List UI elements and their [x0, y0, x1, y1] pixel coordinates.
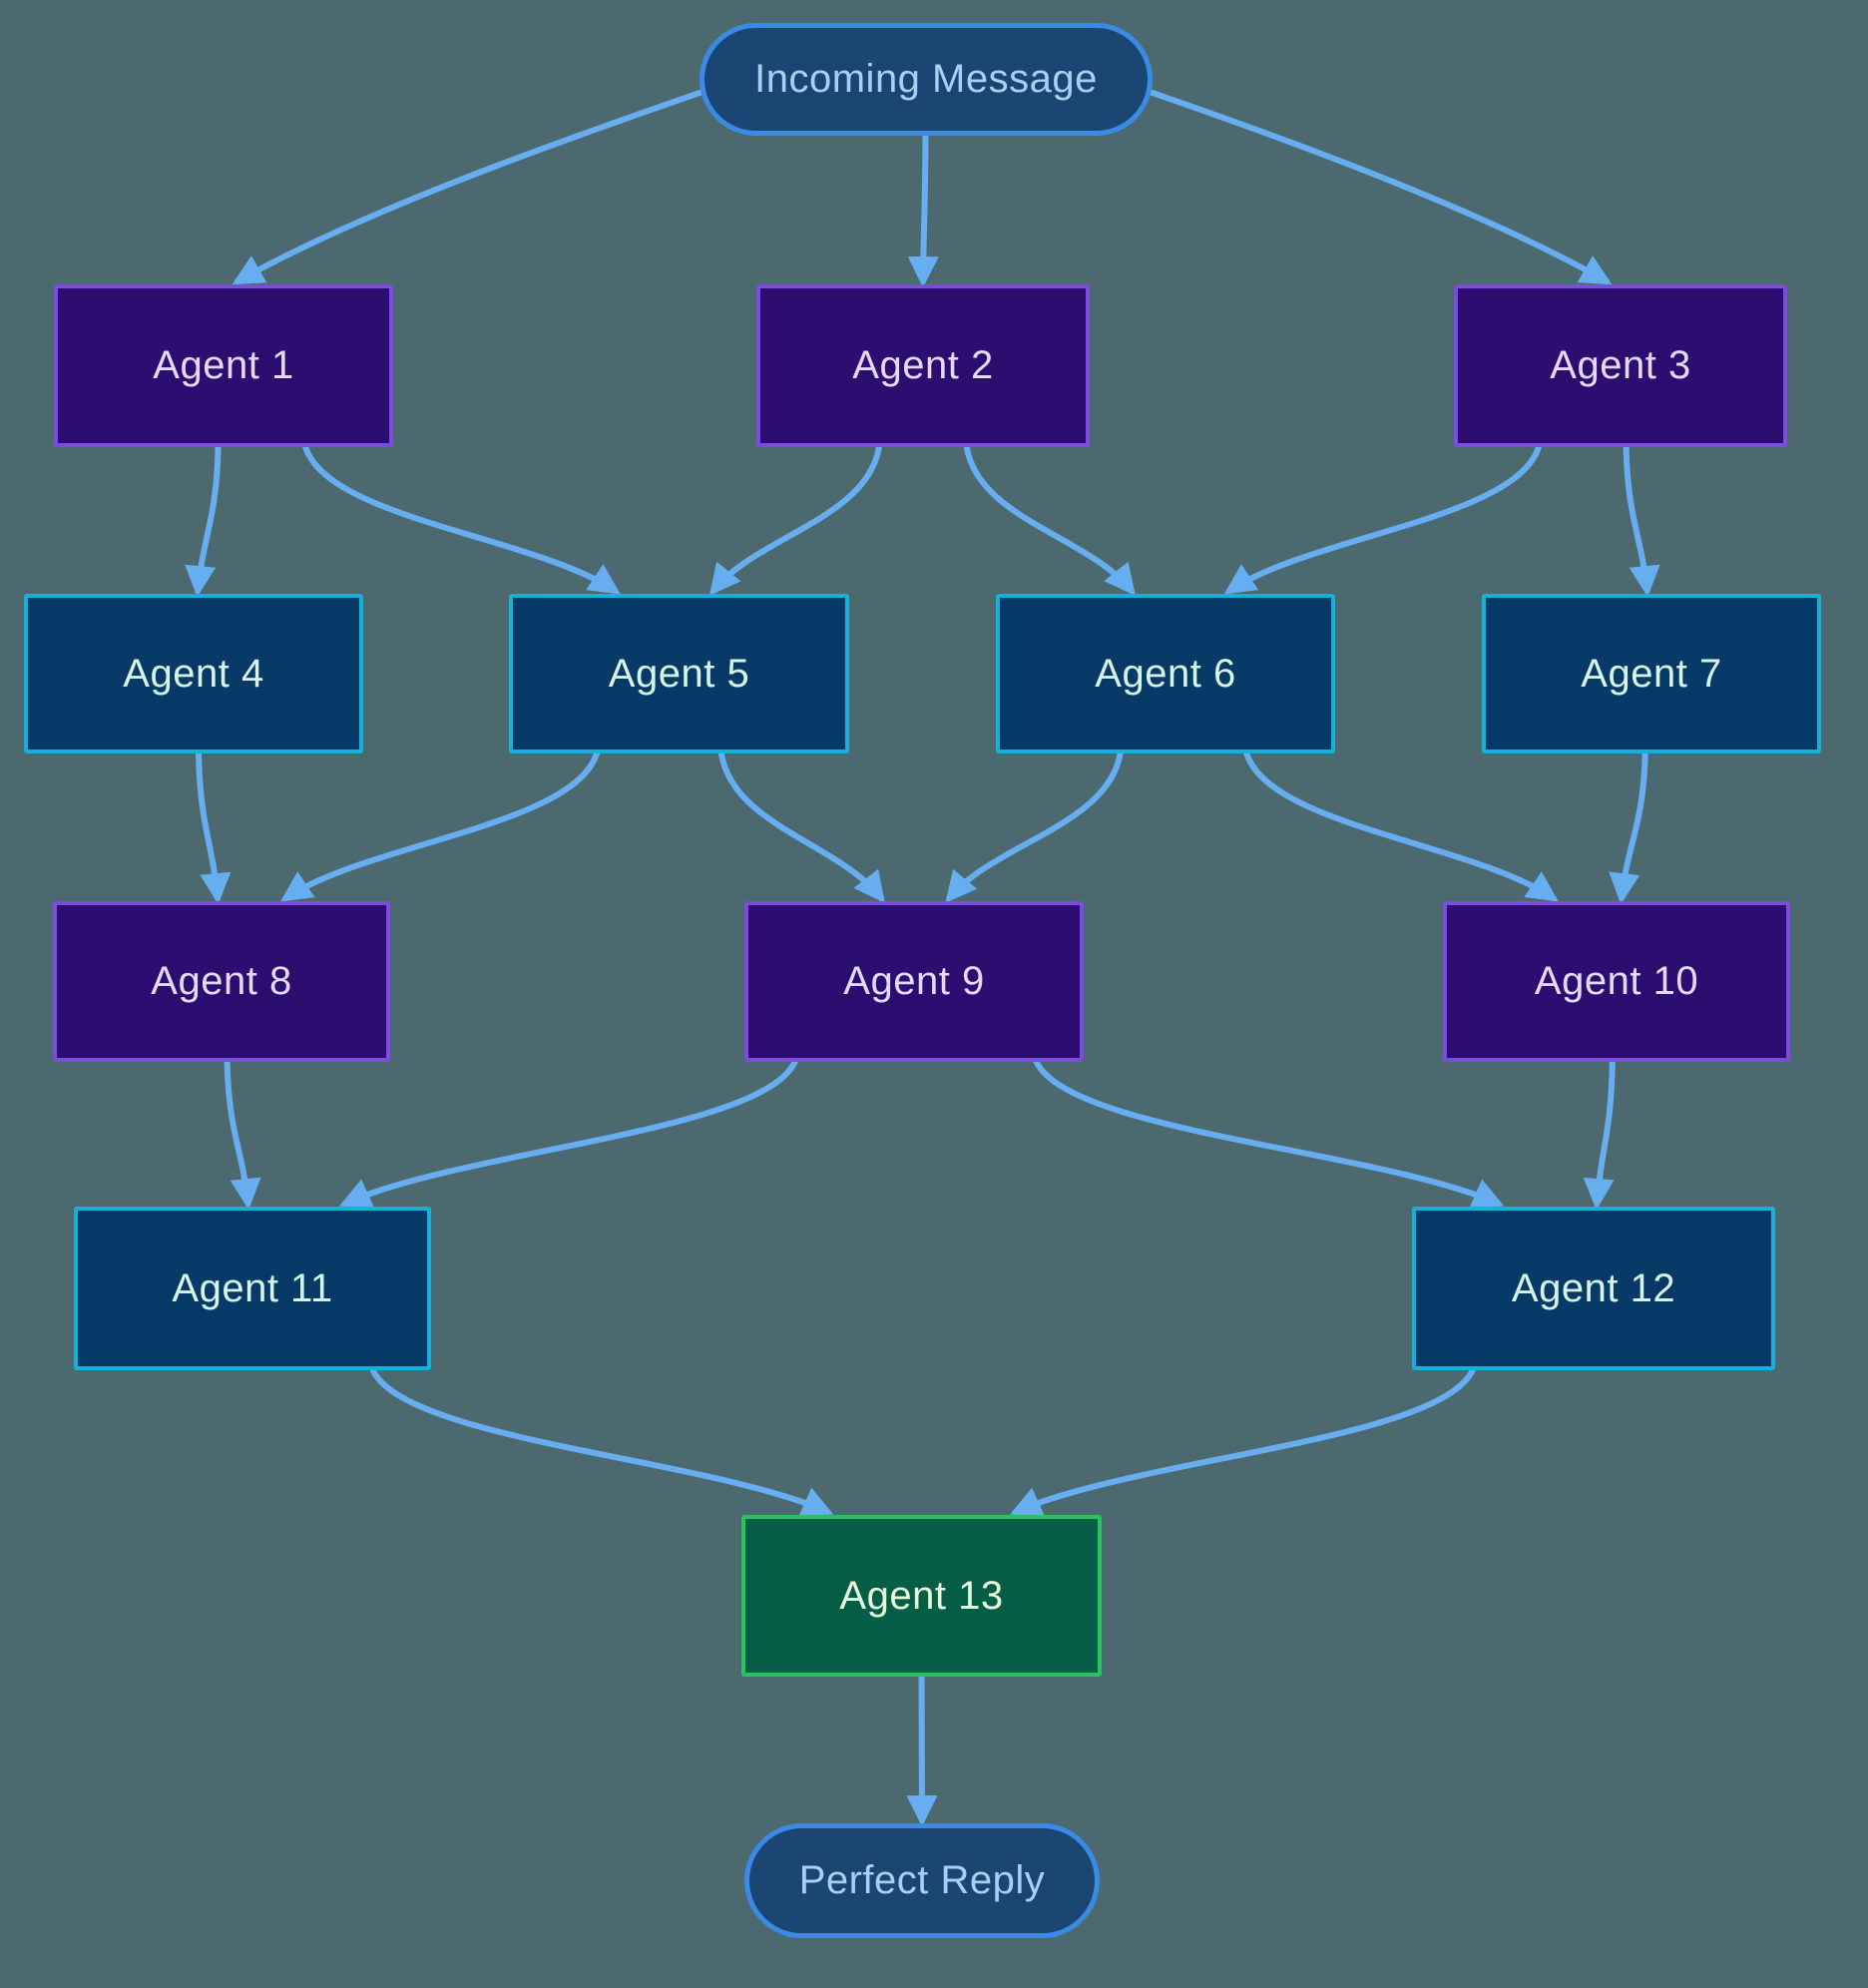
edge-a6-a10 [1243, 750, 1559, 902]
edge-a9-a12 [1033, 1059, 1505, 1209]
edge-a1-a5 [302, 444, 621, 595]
node-label: Agent 1 [153, 343, 294, 387]
node-label: Agent 2 [852, 343, 994, 387]
node-agent-2: Agent 2 [756, 284, 1090, 447]
node-label: Agent 5 [608, 651, 750, 696]
node-perfect-reply: Perfect Reply [744, 1823, 1100, 1938]
node-agent-3: Agent 3 [1454, 284, 1787, 447]
edge-a10-a12 [1583, 1059, 1616, 1211]
node-agent-9: Agent 9 [744, 901, 1084, 1062]
node-label: Incoming Message [754, 57, 1098, 101]
node-agent-11: Agent 11 [74, 1207, 431, 1370]
node-agent-12: Agent 12 [1412, 1207, 1775, 1370]
edge-a7-a10 [1609, 750, 1648, 905]
edge-a5-a9 [717, 750, 885, 903]
edge-a2-a6 [963, 444, 1136, 596]
node-agent-6: Agent 6 [996, 594, 1335, 753]
edge-a12-a13 [1010, 1367, 1476, 1517]
edge-start-a1 [232, 90, 702, 285]
edge-a4-a8 [196, 750, 232, 905]
edge-a11-a13 [369, 1367, 834, 1517]
node-agent-7: Agent 7 [1482, 594, 1821, 753]
node-agent-1: Agent 1 [54, 284, 393, 447]
node-label: Agent 12 [1511, 1265, 1676, 1310]
node-label: Agent 3 [1550, 343, 1691, 387]
edge-a1-a4 [185, 444, 222, 598]
node-label: Agent 13 [839, 1573, 1004, 1618]
node-label: Agent 7 [1581, 651, 1722, 696]
node-label: Agent 11 [172, 1265, 333, 1310]
node-label: Agent 8 [151, 959, 292, 1003]
node-agent-4: Agent 4 [24, 594, 363, 753]
edge-a9-a11 [339, 1059, 798, 1208]
node-agent-5: Agent 5 [509, 594, 849, 753]
node-label: Agent 4 [123, 651, 264, 696]
edge-a3-a7 [1623, 444, 1660, 598]
node-agent-8: Agent 8 [53, 901, 390, 1062]
node-label: Perfect Reply [798, 1858, 1046, 1902]
node-label: Agent 9 [843, 959, 985, 1003]
node-incoming-message: Incoming Message [700, 23, 1153, 136]
node-label: Agent 10 [1534, 959, 1699, 1003]
edge-start-a3 [1150, 90, 1613, 285]
edge-a2-a5 [708, 444, 882, 596]
edge-a6-a9 [945, 750, 1124, 903]
edge-a3-a6 [1223, 444, 1542, 595]
edge-a8-a11 [224, 1059, 261, 1211]
node-agent-13: Agent 13 [741, 1515, 1102, 1677]
edge-start-a2 [907, 133, 939, 288]
node-label: Agent 6 [1095, 651, 1236, 696]
edge-a5-a8 [279, 750, 600, 902]
node-agent-10: Agent 10 [1443, 901, 1790, 1062]
